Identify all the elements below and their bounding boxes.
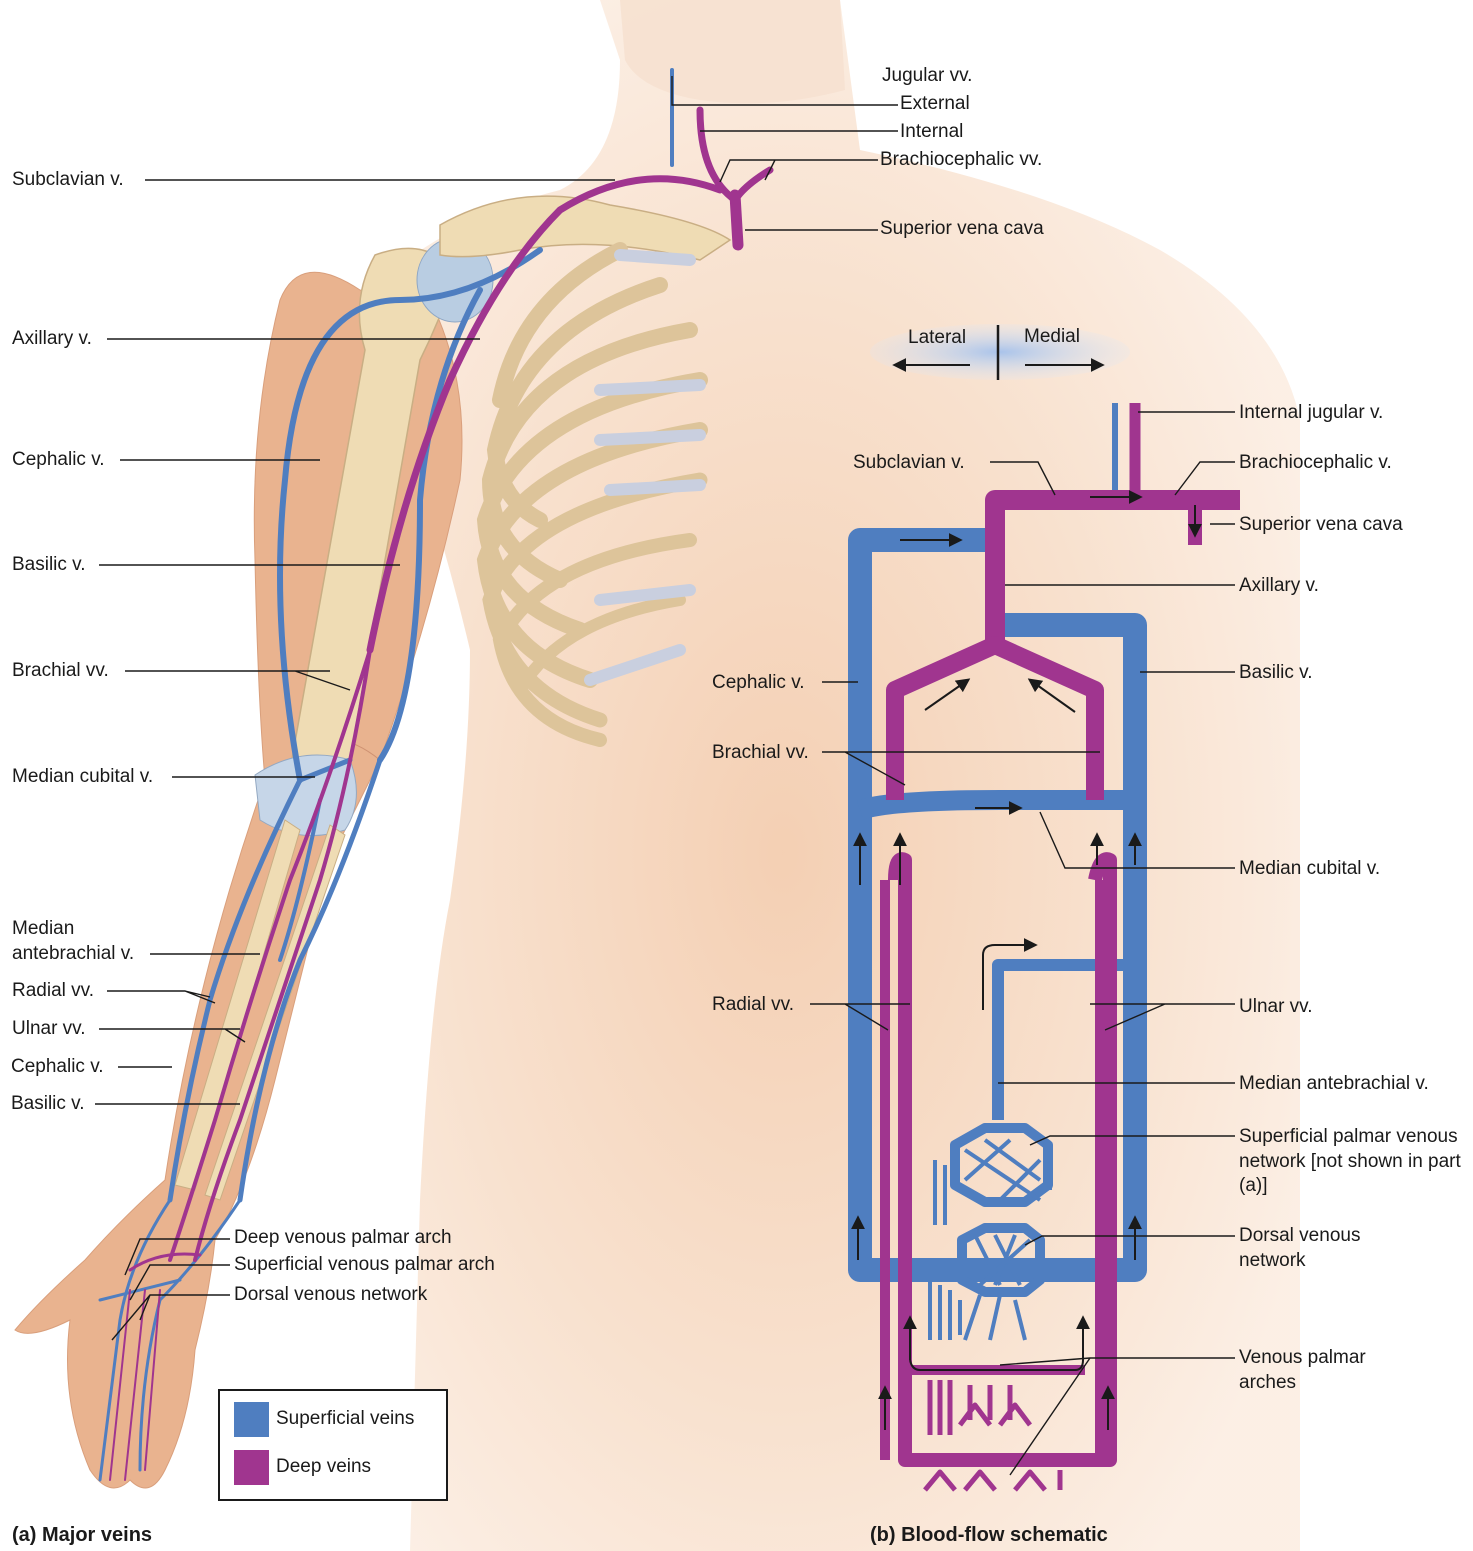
label-b-subclavian-v: Subclavian v. [853, 451, 965, 476]
label-radial-vv: Radial vv. [12, 979, 94, 1004]
label-b-venous-palmar-arches: Venous palmar arches [1239, 1346, 1399, 1395]
label-b-brachiocephalic-v: Brachiocephalic v. [1239, 451, 1392, 476]
caption-part-a: (a) Major veins [12, 1524, 152, 1547]
label-b-internal-jugular-v: Internal jugular v. [1239, 401, 1383, 426]
legend: Superficial veins Deep veins [218, 1389, 448, 1501]
label-median-antebrachial-v: Median antebrachial v. [12, 917, 152, 966]
legend-label-superficial: Superficial veins [276, 1408, 414, 1430]
label-superior-vena-cava: Superior vena cava [880, 217, 1044, 242]
label-b-superior-vena-cava: Superior vena cava [1239, 513, 1403, 538]
label-cephalic-v: Cephalic v. [12, 448, 105, 473]
label-lateral: Lateral [908, 326, 966, 351]
label-axillary-v: Axillary v. [12, 327, 92, 352]
label-internal-jugular: Internal [900, 120, 963, 145]
label-b-median-antebrachial-v: Median antebrachial v. [1239, 1072, 1429, 1097]
label-jugular-vv: Jugular vv. [882, 64, 972, 89]
label-b-dorsal-venous-network: Dorsal venous network [1239, 1224, 1389, 1273]
label-b-radial-vv: Radial vv. [712, 993, 794, 1018]
caption-part-b: (b) Blood-flow schematic [870, 1524, 1108, 1547]
label-b-axillary-v: Axillary v. [1239, 574, 1319, 599]
label-brachiocephalic-vv: Brachiocephalic vv. [880, 148, 1042, 173]
legend-label-deep: Deep veins [276, 1456, 371, 1478]
label-subclavian-v: Subclavian v. [12, 168, 124, 193]
legend-swatch-superficial [234, 1402, 269, 1437]
label-cephalic-v-forearm: Cephalic v. [11, 1055, 104, 1080]
label-deep-venous-palmar-arch: Deep venous palmar arch [234, 1226, 452, 1251]
label-basilic-v-forearm: Basilic v. [11, 1092, 85, 1117]
label-external-jugular: External [900, 92, 970, 117]
label-b-basilic-v: Basilic v. [1239, 661, 1313, 686]
label-b-superficial-palmar-network: Superficial palmar venous network [not s… [1239, 1125, 1464, 1199]
label-dorsal-venous-network-a: Dorsal venous network [234, 1283, 427, 1308]
label-b-cephalic-v: Cephalic v. [712, 671, 805, 696]
label-superficial-venous-palmar-arch: Superficial venous palmar arch [234, 1253, 495, 1278]
label-brachial-vv: Brachial vv. [12, 659, 109, 684]
label-b-brachial-vv: Brachial vv. [712, 741, 809, 766]
label-median-cubital-v: Median cubital v. [12, 765, 153, 790]
label-basilic-v: Basilic v. [12, 553, 86, 578]
label-ulnar-vv: Ulnar vv. [12, 1017, 86, 1042]
label-b-median-cubital-v: Median cubital v. [1239, 857, 1380, 882]
legend-swatch-deep [234, 1450, 269, 1485]
label-b-ulnar-vv: Ulnar vv. [1239, 995, 1313, 1020]
label-medial: Medial [1024, 325, 1080, 350]
